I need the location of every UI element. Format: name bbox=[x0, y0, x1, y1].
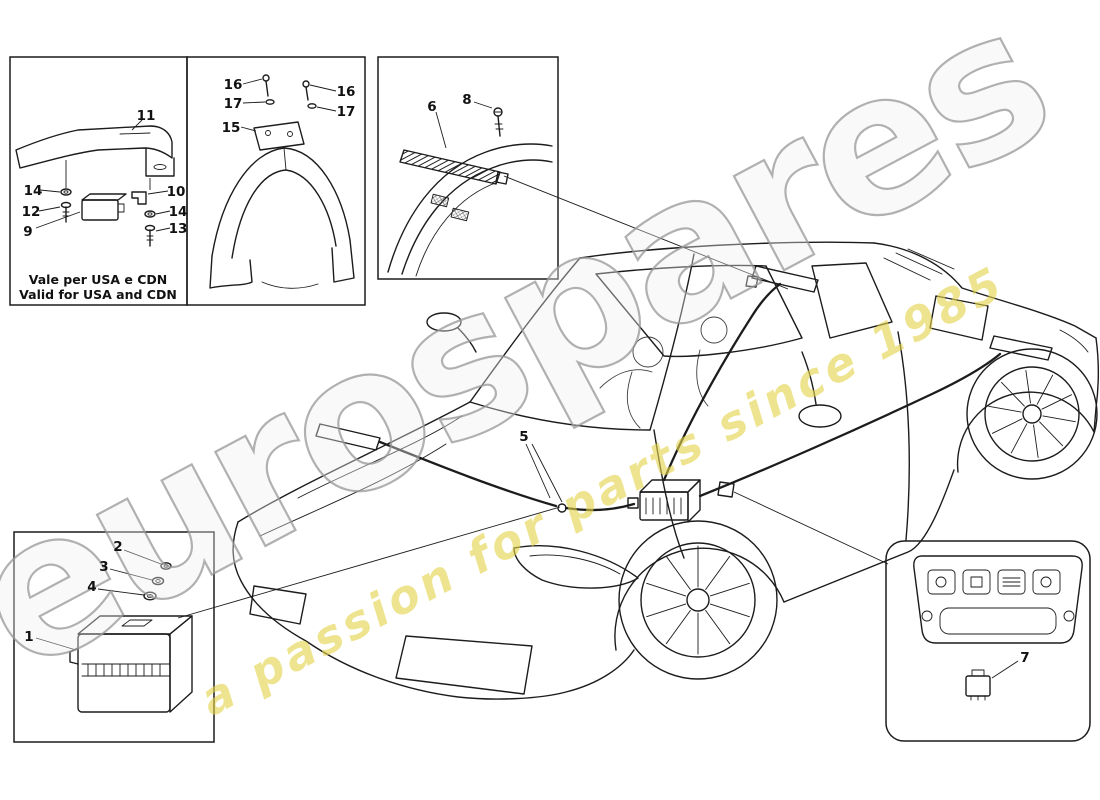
side-mirror-right bbox=[798, 351, 842, 428]
washer-part-14b bbox=[144, 210, 156, 218]
part-label-16a[interactable]: 16 bbox=[224, 77, 243, 93]
part-label-10[interactable]: 10 bbox=[167, 184, 186, 200]
inset-usa-cdn: Vale per USA e CDN Valid for USA and CDN bbox=[9, 56, 188, 306]
part-label-11[interactable]: 11 bbox=[137, 108, 156, 124]
front-side-vent bbox=[249, 585, 307, 625]
rear-wheel-antenna bbox=[989, 335, 1053, 361]
part-label-1[interactable]: 1 bbox=[24, 629, 33, 645]
overhead-console-drawing bbox=[913, 555, 1083, 644]
part-label-7[interactable]: 7 bbox=[1020, 650, 1029, 666]
washer-part-14a bbox=[60, 188, 72, 196]
part-label-9[interactable]: 9 bbox=[23, 224, 32, 240]
washer-part-4 bbox=[143, 591, 157, 601]
reference-lines bbox=[177, 175, 889, 619]
car-body bbox=[232, 241, 1099, 700]
screw-part-8 bbox=[493, 107, 504, 137]
roof-antenna bbox=[751, 265, 819, 293]
inset-overhead-console bbox=[885, 540, 1091, 742]
clip-part-10 bbox=[131, 191, 147, 205]
callout-5-leaders bbox=[525, 443, 563, 503]
inset-roof-antenna bbox=[377, 56, 559, 280]
bracket-part-11 bbox=[15, 125, 175, 177]
part-labels: 11 14 12 9 10 14 13 16 17 15 16 17 6 8 5… bbox=[22, 77, 1030, 666]
main-car-drawing bbox=[232, 241, 1099, 700]
cabin-interior bbox=[599, 316, 728, 429]
part-label-8[interactable]: 8 bbox=[462, 92, 471, 108]
car-windows bbox=[595, 262, 893, 358]
front-wheel bbox=[618, 520, 778, 680]
antenna-part-6 bbox=[399, 149, 509, 185]
washer-part-2 bbox=[160, 562, 172, 570]
part-label-4[interactable]: 4 bbox=[87, 579, 96, 595]
connector-part-7 bbox=[965, 669, 991, 701]
screw-part-12 bbox=[60, 201, 72, 223]
side-mirror-left bbox=[426, 312, 477, 353]
roof-antenna-connector bbox=[745, 275, 759, 288]
plate-part-15 bbox=[253, 121, 305, 151]
harness-clip bbox=[717, 481, 735, 498]
note-usa-cdn-english: Valid for USA and CDN bbox=[19, 287, 177, 302]
sensor-part-9 bbox=[81, 193, 127, 221]
part-label-15[interactable]: 15 bbox=[222, 120, 241, 136]
part-label-17b[interactable]: 17 bbox=[337, 104, 356, 120]
inset-wheelarch bbox=[186, 56, 366, 306]
inset-ecu bbox=[13, 531, 215, 743]
rear-quarter-intake bbox=[929, 295, 989, 341]
screw-part-16a bbox=[262, 74, 270, 97]
part-label-13[interactable]: 13 bbox=[169, 221, 188, 237]
part-label-6[interactable]: 6 bbox=[427, 99, 436, 115]
front-wheel-antenna bbox=[315, 423, 381, 451]
wheelarch-liner bbox=[209, 147, 355, 289]
part-label-5[interactable]: 5 bbox=[519, 429, 528, 445]
washer-part-17a bbox=[265, 99, 275, 105]
watermark-brand: eurospares bbox=[0, 0, 1081, 717]
tpms-receiver-unit bbox=[627, 479, 701, 523]
roof-corner-drawing bbox=[387, 143, 553, 277]
part-label-2[interactable]: 2 bbox=[113, 539, 122, 555]
part-label-3[interactable]: 3 bbox=[99, 559, 108, 575]
part-label-16b[interactable]: 16 bbox=[337, 84, 356, 100]
part-label-14b[interactable]: 14 bbox=[169, 204, 188, 220]
washer-part-17b bbox=[307, 103, 317, 109]
headlight bbox=[513, 545, 639, 589]
part-label-17a[interactable]: 17 bbox=[224, 96, 243, 112]
front-grille bbox=[395, 635, 533, 695]
note-usa-cdn-italian: Vale per USA e CDN bbox=[29, 272, 168, 287]
part-label-12[interactable]: 12 bbox=[22, 204, 41, 220]
rear-wheel bbox=[966, 348, 1098, 480]
washer-part-3 bbox=[151, 576, 165, 586]
ecu-part-1 bbox=[69, 615, 193, 713]
watermark: eurospares a passion for parts since 198… bbox=[0, 0, 1081, 727]
part-label-14a[interactable]: 14 bbox=[24, 183, 43, 199]
screw-part-16b bbox=[302, 80, 310, 101]
screw-part-13 bbox=[144, 224, 156, 247]
